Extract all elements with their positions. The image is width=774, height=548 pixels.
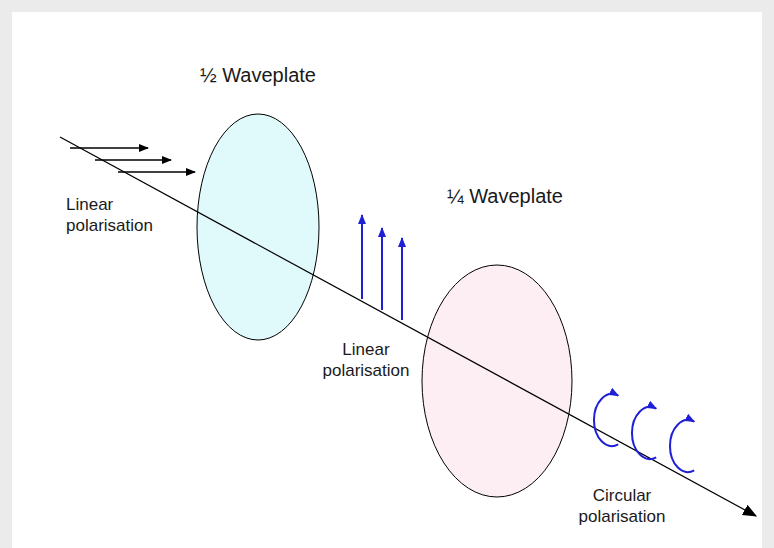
field-arrow	[381, 228, 383, 310]
linear-polarisation-arrows	[70, 148, 195, 172]
field-arrow	[361, 215, 363, 299]
waveplate-outline	[421, 264, 573, 498]
waveplate: ¼ Waveplate	[421, 264, 573, 498]
waveplate-ellipse	[422, 265, 572, 497]
polarisation-label: Linear polarisation	[320, 338, 413, 382]
waveplate-title: ¼ Waveplate	[447, 184, 563, 208]
polarisation-label: Circular polarisation	[576, 484, 669, 528]
field-arrow	[95, 159, 171, 161]
rotation-arc	[594, 394, 618, 446]
waveplate-ellipse	[197, 114, 319, 340]
polarisation-label: Linear polarisation	[63, 193, 156, 237]
field-arrow	[118, 171, 195, 173]
field-arrow	[70, 147, 148, 149]
waveplate-outline	[196, 113, 320, 341]
waveplate-heading-box: ¼ Waveplate	[447, 184, 563, 208]
waveplate-title: ½ Waveplate	[200, 63, 316, 87]
circular-polarisation-arcs	[594, 394, 694, 472]
rotated-polarisation-arrows	[362, 215, 402, 320]
white-panel	[12, 12, 762, 548]
field-arrow	[401, 238, 403, 320]
light-beam	[60, 137, 756, 516]
rotation-arc	[670, 420, 694, 472]
rotation-arc	[632, 407, 656, 459]
waveplate-heading-box: ½ Waveplate	[200, 63, 316, 87]
waveplate: ½ Waveplate	[196, 113, 320, 341]
